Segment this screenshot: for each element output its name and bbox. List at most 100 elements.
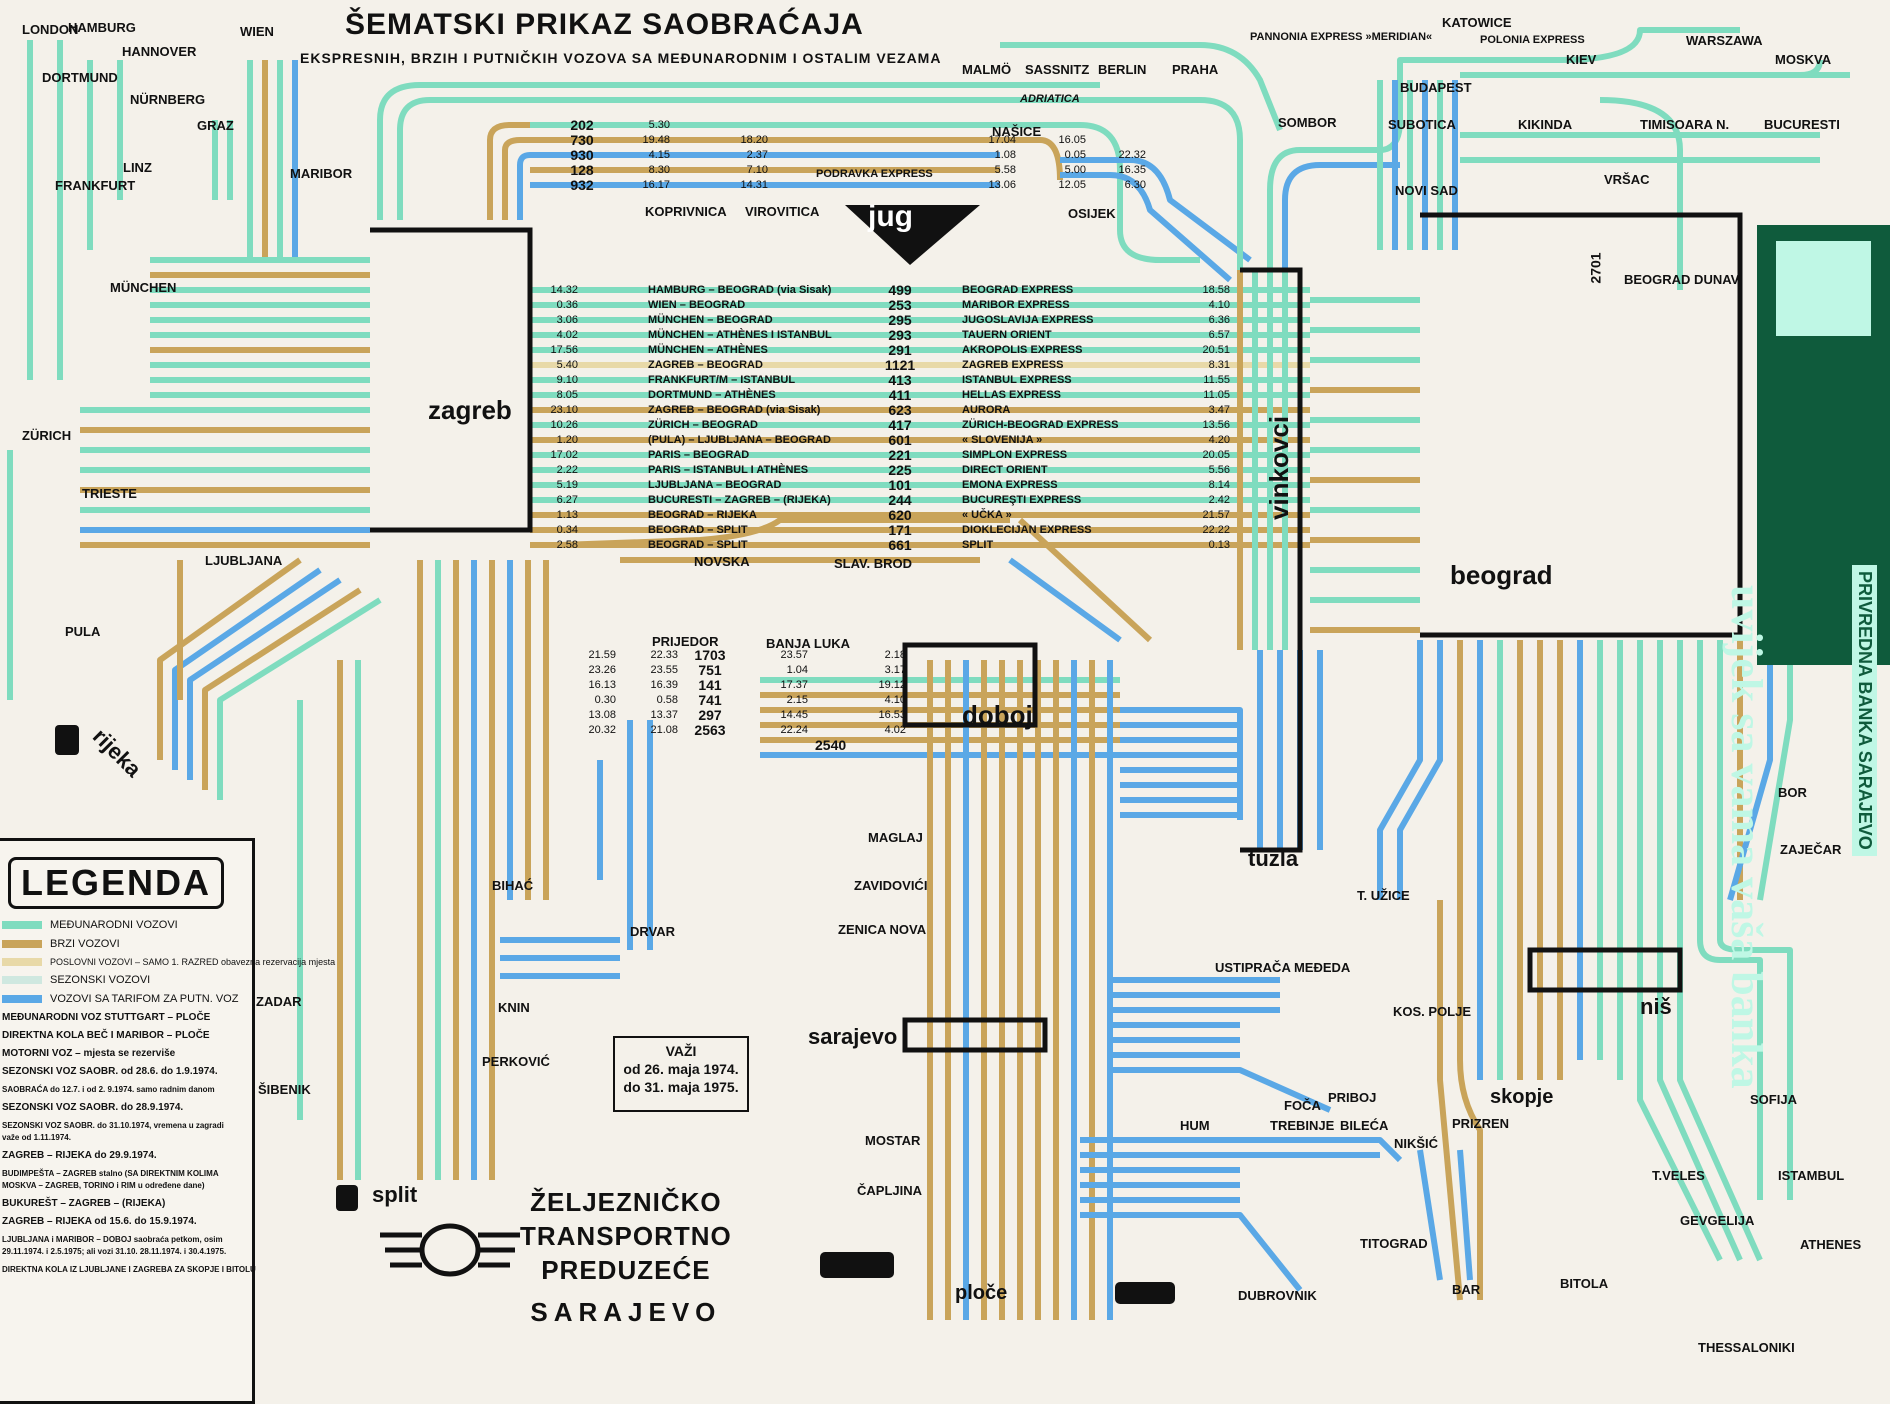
train-number: 623 <box>888 402 912 418</box>
city-warszawa: WARSZAWA <box>1686 33 1763 48</box>
route-row: ZAGREB – BEOGRAD <box>648 359 763 371</box>
legend-note: ZAGREB – RIJEKA od 15.6. do 15.9.1974. <box>2 1216 197 1227</box>
departure-time: 16.39 <box>650 679 678 691</box>
route-lines <box>7 27 1850 1320</box>
departure-time: 16.17 <box>642 179 670 191</box>
train-name: DIOKLECIJAN EXPRESS <box>962 524 1092 536</box>
train-number: 2540 <box>815 737 847 753</box>
train-number: 417 <box>888 417 912 433</box>
city-bar: BAR <box>1452 1282 1481 1297</box>
legend-note: DIREKTNA KOLA IZ LJUBLJANE I ZAGREBA ZA … <box>2 1265 256 1274</box>
bank-slogan-line: vaša banka <box>1722 877 1771 1089</box>
prijedor-left: 21.59 23.26 16.13 0.30 13.08 20.32 <box>578 648 616 738</box>
train-number: 1121 <box>884 357 916 373</box>
departure-time: 0.36 <box>556 299 578 311</box>
pannonia-label: PANNONIA EXPRESS »MERIDIAN« <box>1250 31 1433 43</box>
departure-time: 18.20 <box>740 134 768 146</box>
city-trebinje: TREBINJE <box>1270 1118 1335 1133</box>
city-athenes: ATHENES <box>1800 1237 1862 1252</box>
legend-label: BRZI VOZOVI <box>50 938 120 950</box>
hub-skopje: skopje <box>1490 1086 1554 1108</box>
city-bitola: BITOLA <box>1560 1276 1609 1291</box>
train-name: « SLOVENIJA » <box>962 434 1043 446</box>
route-row: HAMBURG – BEOGRAD (via Sisak) <box>648 284 832 296</box>
arrival-time: 20.51 <box>1202 344 1230 356</box>
podravka-label: PODRAVKA EXPRESS <box>816 168 933 180</box>
arrival-time: 16.53 <box>878 709 906 721</box>
arrival-time: 19.12 <box>878 679 906 691</box>
city-bihac: BIHAĆ <box>492 878 534 893</box>
legend-item: MEĐUNARODNI VOZOVI <box>2 919 252 931</box>
route-row: FRANKFURT/M – ISTANBUL <box>648 374 796 386</box>
train-number: 293 <box>888 327 912 343</box>
city-sofija: SOFIJA <box>1750 1092 1797 1107</box>
departure-time: 0.58 <box>656 694 678 706</box>
train-name: DIRECT ORIENT <box>962 464 1048 476</box>
city-ljubljana: LJUBLJANA <box>205 553 283 568</box>
departure-time: 4.02 <box>556 329 578 341</box>
train-number: 244 <box>888 492 912 508</box>
company-line: TRANSPORTNO <box>520 1221 732 1251</box>
train-name: SIMPLON EXPRESS <box>962 449 1068 461</box>
train-number: 221 <box>888 447 912 463</box>
route-row: ZÜRICH – BEOGRAD <box>648 419 759 431</box>
departure-time: 2.37 <box>746 149 768 161</box>
city-koprivnica: KOPRIVNICA <box>645 204 727 219</box>
train-number: 1703 <box>694 647 726 663</box>
bank-name-line: BANKA <box>1855 681 1875 746</box>
city-t-uzice: T. UŽICE <box>1357 888 1410 903</box>
city-nurnberg: NÜRNBERG <box>130 92 206 107</box>
arrival-time: 11.05 <box>1203 389 1230 401</box>
arrival-time: 1.04 <box>786 664 808 676</box>
city-perkovic: PERKOVIĆ <box>482 1054 550 1069</box>
departure-time: 16.13 <box>588 679 616 691</box>
arrival-time: 3.17 <box>884 664 906 676</box>
departure-time: 7.10 <box>746 164 768 176</box>
route-row: BEOGRAD – SPLIT <box>648 539 748 551</box>
city-foca: FOČA <box>1284 1098 1321 1113</box>
arrival-time: 20.05 <box>1202 449 1230 461</box>
departure-time: 1.13 <box>556 509 578 521</box>
arrival-time: 2.42 <box>1208 494 1230 506</box>
city-novska: NOVSKA <box>694 554 750 569</box>
arrival-time: 5.58 <box>994 164 1016 176</box>
legend-label: MEĐUNARODNI VOZOVI <box>50 919 178 931</box>
arrival-time: 22.24 <box>780 724 808 736</box>
arrival-time: 17.04 <box>988 134 1016 146</box>
legend-item: BRZI VOZOVI <box>2 938 252 950</box>
bank-ad: uvijek sa vama vaša banka PRIVREDNA BANK… <box>1722 225 1890 1089</box>
train-name: HELLAS EXPRESS <box>962 389 1062 401</box>
bank-logo-icon <box>1776 241 1871 336</box>
train-name: ZÜRICH-BEOGRAD EXPRESS <box>962 419 1119 431</box>
city-niksic: NIKŠIĆ <box>1394 1136 1439 1151</box>
arrival-time: 8.31 <box>1208 359 1230 371</box>
train-number: 225 <box>888 462 912 478</box>
map-subtitle: EKSPRESNIH, BRZIH I PUTNIČKIH VOZOVA SA … <box>300 50 942 66</box>
city-dubrovnik: DUBROVNIK <box>1238 1288 1317 1303</box>
train-number: 253 <box>888 297 912 313</box>
polonia-label: POLONIA EXPRESS <box>1480 34 1585 46</box>
legend-item: POSLOVNI VOZOVI – SAMO 1. RAZRED obavezn… <box>2 957 335 967</box>
arrival-time: 18.58 <box>1202 284 1230 296</box>
departure-time: 19.48 <box>642 134 670 146</box>
departure-time: 14.32 <box>550 284 578 296</box>
legend-note: SEZONSKI VOZ SAOBR. do 28.9.1974. <box>2 1102 184 1113</box>
departure-time: 8.05 <box>556 389 578 401</box>
departure-time: 20.32 <box>588 724 616 736</box>
route-row: DORTMUND – ATHÈNES <box>648 389 776 401</box>
train-number: 730 <box>570 132 594 148</box>
top-mid-times: 18.20 2.37 7.10 14.31 <box>728 133 768 193</box>
arrival-time: 2.15 <box>786 694 808 706</box>
legend-note: ZAGREB – RIJEKA do 29.9.1974. <box>2 1150 157 1161</box>
city-subotica: SUBOTICA <box>1388 117 1456 132</box>
train-name: « UČKA » <box>962 509 1012 521</box>
train-number: 2563 <box>694 722 726 738</box>
legend-label: VOZOVI SA TARIFOM ZA PUTN. VOZ <box>50 993 239 1005</box>
departure-time: 9.10 <box>556 374 578 386</box>
hub-beograd: beograd <box>1450 560 1553 590</box>
city-capljina: ČAPLJINA <box>857 1183 923 1198</box>
city-thessaloniki: THESSALONIKI <box>1698 1340 1795 1355</box>
city-titograd: TITOGRAD <box>1360 1236 1428 1251</box>
city-istambul: ISTAMBUL <box>1778 1168 1845 1183</box>
validity-line: do 31. maja 1975. <box>623 1079 739 1095</box>
